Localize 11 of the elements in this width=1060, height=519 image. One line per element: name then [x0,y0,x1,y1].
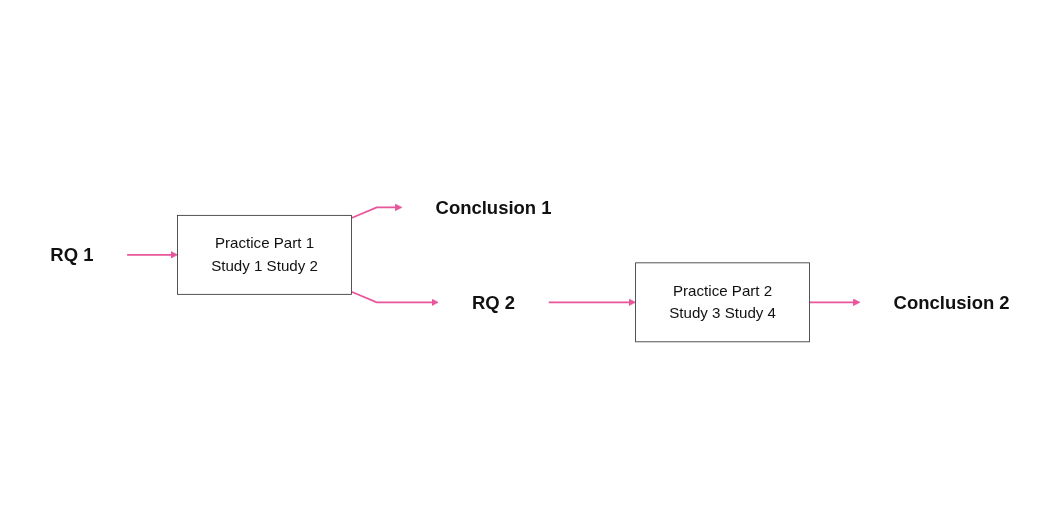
node-box: Practice Part 1 Study 1 Study 2 [177,215,352,295]
arrow [350,203,403,220]
arrow [126,251,178,259]
node-text: RQ 2 [471,292,516,314]
arrow [808,298,861,307]
node-text: RQ 1 [50,244,94,266]
arrow [547,298,636,307]
node-text: Conclusion 2 [893,292,1010,314]
arrow [350,291,439,307]
node-text: Conclusion 1 [435,197,552,219]
node-box: Practice Part 2 Study 3 Study 4 [635,262,810,343]
